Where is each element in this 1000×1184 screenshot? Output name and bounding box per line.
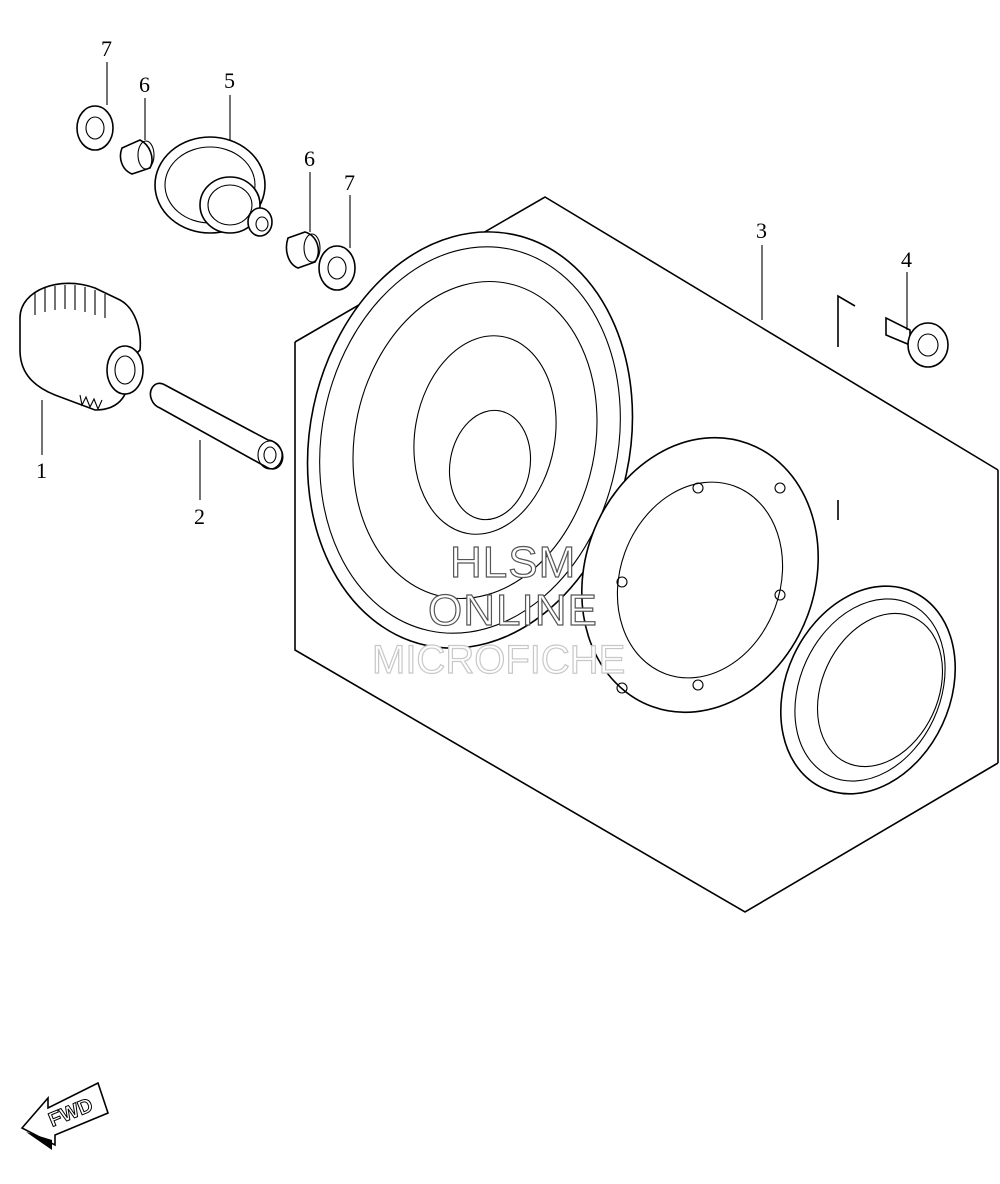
part-6-bushing-left[interactable]	[119, 139, 155, 175]
watermark-line-1: HLSM	[450, 538, 576, 587]
part-3-starter-clutch[interactable]	[270, 201, 988, 822]
callout-4: 4	[901, 247, 912, 272]
leader-lines	[41, 62, 908, 500]
callout-2: 2	[194, 504, 205, 529]
part-5-idle-gear[interactable]	[154, 136, 273, 237]
callout-3: 3	[756, 218, 767, 243]
part-7-washer-left[interactable]	[76, 105, 114, 151]
part-6-bushing-right[interactable]	[285, 231, 321, 269]
callout-7-left: 7	[101, 36, 112, 61]
callout-1: 1	[36, 458, 47, 483]
fwd-arrow-icon: FWD	[20, 1081, 109, 1150]
part-4-bolt[interactable]	[885, 316, 949, 368]
callout-6-left: 6	[139, 72, 150, 97]
callout-7-right: 7	[344, 170, 355, 195]
watermark-line-3: MICROFICHE	[372, 638, 625, 682]
watermark-line-2: ONLINE	[428, 586, 598, 635]
callout-5: 5	[224, 68, 235, 93]
part-7-washer-right[interactable]	[318, 245, 356, 291]
part-1-starter-idle-gear[interactable]	[19, 282, 144, 411]
part-2-shaft[interactable]	[149, 382, 284, 470]
callout-6-right: 6	[304, 146, 315, 171]
